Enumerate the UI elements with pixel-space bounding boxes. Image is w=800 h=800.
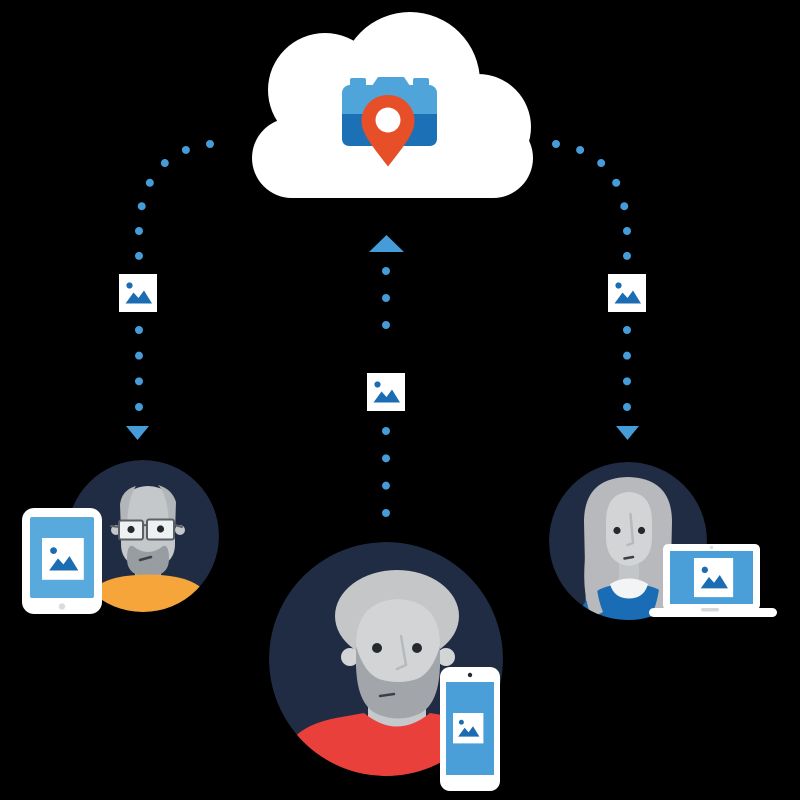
download-path-right — [552, 140, 646, 440]
photo-thumbnail-icon — [608, 274, 646, 312]
photo-thumbnail-icon — [119, 274, 157, 312]
phone-camera-dot — [467, 672, 473, 678]
eye — [412, 643, 422, 653]
eye — [156, 525, 165, 533]
download-path-left — [119, 140, 214, 440]
photo-thumbnail-icon — [42, 538, 84, 580]
collar — [610, 578, 648, 599]
goatee — [127, 545, 169, 577]
mouth — [378, 692, 396, 698]
tablet-device — [22, 508, 102, 614]
photo-thumbnail-icon — [367, 373, 405, 411]
ear — [437, 648, 455, 666]
camera-dial-tab — [413, 78, 429, 87]
mouth — [138, 555, 153, 562]
laptop-notch — [701, 608, 719, 612]
nose — [395, 634, 408, 671]
photo-thumbnail-icon — [453, 713, 484, 744]
face — [606, 492, 652, 566]
beard — [356, 646, 440, 719]
photo-thumbnail-icon — [694, 558, 734, 598]
laptop-device — [649, 544, 777, 617]
dotted-line — [552, 140, 631, 260]
upload-path-center — [367, 235, 405, 517]
orange-shirt — [74, 574, 219, 612]
up-arrow-icon — [369, 235, 404, 252]
eye — [372, 643, 382, 653]
eye — [613, 526, 621, 535]
hair-strand — [584, 548, 603, 615]
eye — [127, 525, 135, 534]
camera-flash-tab — [350, 78, 366, 87]
pin-hole — [375, 107, 401, 133]
down-arrow-icon — [616, 426, 639, 440]
location-pin-icon — [361, 95, 415, 167]
dotted-line — [135, 140, 214, 260]
ear — [341, 648, 359, 666]
mouth — [623, 555, 635, 560]
laptop-base — [649, 608, 777, 617]
smartphone-device — [440, 667, 500, 791]
nose — [626, 512, 635, 547]
down-arrow-icon — [126, 426, 149, 440]
camera-viewfinder-bump — [372, 77, 410, 86]
home-button — [58, 603, 66, 610]
avatar-man-with-glasses — [67, 460, 219, 612]
eye — [637, 526, 646, 535]
laptop-camera-dot — [709, 545, 714, 550]
